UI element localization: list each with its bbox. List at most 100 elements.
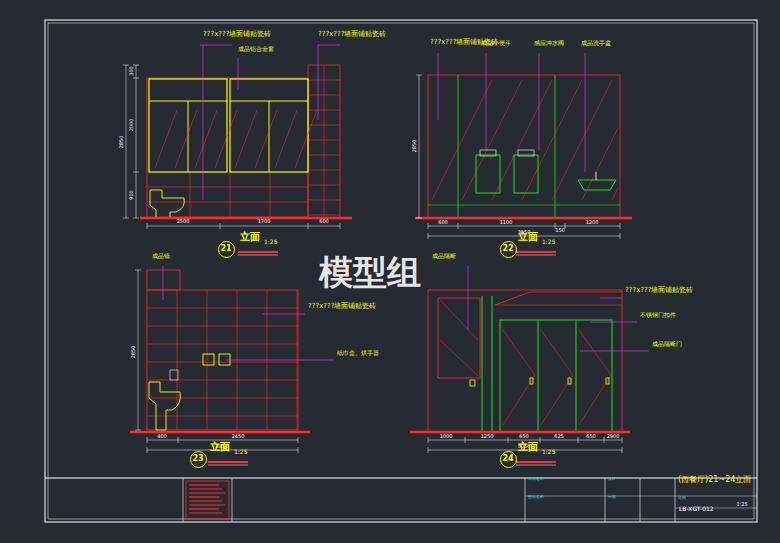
dimension-line xyxy=(147,440,298,441)
note-text-line xyxy=(189,512,222,513)
dimension-line xyxy=(126,65,127,218)
callout-number: 23 xyxy=(192,455,203,463)
dimension-tick xyxy=(147,447,148,453)
material-note: 成品小便斗 xyxy=(481,40,511,46)
dimension-tick xyxy=(298,437,299,443)
scale-text: 1:25 xyxy=(542,239,555,245)
glass-hatch xyxy=(440,340,478,376)
title-underline xyxy=(208,461,248,463)
dimension-text: 300 xyxy=(129,66,134,76)
fixture xyxy=(470,380,475,386)
partition-post xyxy=(538,320,539,432)
dimension-text: 150 xyxy=(555,228,565,233)
window-frame xyxy=(230,79,308,172)
title-block-field: 工程名称 xyxy=(528,477,544,481)
dimension-text: 600 xyxy=(438,220,448,225)
title-block-divider xyxy=(605,478,606,522)
watermark: 模型组 xyxy=(319,255,421,289)
door-swing xyxy=(503,330,535,375)
title-block-divider xyxy=(525,478,526,522)
note-box xyxy=(186,481,229,519)
dimension-tick xyxy=(458,223,459,229)
material-note: 成品隔断 xyxy=(432,253,456,259)
dimension-text: 2850 xyxy=(119,136,124,149)
tile-joint xyxy=(177,290,178,430)
view-callout-circle: 23 xyxy=(190,451,207,468)
scale-text: 1:25 xyxy=(736,502,747,507)
leader-line xyxy=(200,45,232,46)
glass-hatch xyxy=(492,80,552,200)
material-note: 不锈钢门扣件 xyxy=(640,312,676,318)
door-swing xyxy=(541,330,573,375)
view-callout-circle: 22 xyxy=(500,241,517,258)
title-block-divider xyxy=(232,478,233,522)
dimension-tick xyxy=(578,437,579,443)
dimension-line xyxy=(419,75,420,218)
dimension-text: 2850 xyxy=(131,346,136,359)
view-title: 立面 xyxy=(518,442,538,452)
view-title: 立面 xyxy=(210,442,230,452)
door-swing xyxy=(579,330,611,375)
dimension-line xyxy=(147,226,340,227)
faucet xyxy=(596,172,597,180)
dimension-tick xyxy=(220,223,221,229)
dimension-text: 1700 xyxy=(258,219,271,224)
tile-joint xyxy=(230,172,231,218)
material-note: 成品铝合金窗 xyxy=(238,46,274,52)
note-text-line xyxy=(189,492,225,493)
dimension-tick xyxy=(123,218,129,219)
window-mullion xyxy=(188,101,189,172)
title-underline xyxy=(516,251,556,253)
view-title: 立面 xyxy=(240,232,260,242)
dimension-tick xyxy=(133,172,139,173)
glass-hatch xyxy=(582,128,618,200)
wall-joint xyxy=(458,75,459,218)
dimension-text: 2900 xyxy=(607,434,620,439)
mirror-outline xyxy=(438,298,480,378)
ceiling-line xyxy=(495,305,622,306)
flush-button xyxy=(170,370,178,380)
dimension-tick xyxy=(465,437,466,443)
dimension-text: 1100 xyxy=(500,220,513,225)
dimension-text: 650 xyxy=(586,434,596,439)
dimension-text: 1200 xyxy=(586,220,599,225)
glass-hatch xyxy=(612,188,618,200)
leader-line xyxy=(486,53,487,150)
scale-text: 1:25 xyxy=(234,449,247,455)
title-block-divider xyxy=(640,478,641,522)
title-block-field: 设计 xyxy=(608,477,616,481)
wall-outline xyxy=(428,290,622,432)
material-note: 成品镜 xyxy=(152,253,170,259)
dimension-text: 2000 xyxy=(129,119,134,132)
material-note: ???x???墙面铺贴瓷砖 xyxy=(308,303,376,310)
note-text-line xyxy=(189,500,222,501)
title-block-divider xyxy=(675,478,676,522)
material-note: ???x???墙面铺贴瓷砖 xyxy=(203,31,271,38)
dimension-tick xyxy=(416,218,422,219)
tile-joint xyxy=(324,65,325,218)
leader-line xyxy=(262,314,305,315)
dimension-tick xyxy=(604,437,605,443)
dimension-text: 650 xyxy=(519,434,529,439)
paper-towel-box xyxy=(203,354,214,365)
dimension-tick xyxy=(620,223,621,229)
dimension-tick xyxy=(428,447,429,453)
door-latch xyxy=(606,378,609,384)
toilet-symbol xyxy=(150,190,184,218)
leader-line xyxy=(600,298,622,299)
scale-text: 1:25 xyxy=(542,449,555,455)
flush-valve xyxy=(518,150,534,156)
dimension-line xyxy=(428,226,620,227)
dimension-tick xyxy=(308,223,309,229)
view-title: 立面 xyxy=(518,232,538,242)
ceiling-line xyxy=(495,292,622,305)
dimension-tick xyxy=(298,447,299,453)
leader-line xyxy=(318,45,340,46)
note-text-line xyxy=(189,484,219,485)
dimension-tick xyxy=(340,223,341,229)
dimension-tick xyxy=(147,223,148,229)
glass-hatch xyxy=(295,110,317,168)
sheet-border xyxy=(45,20,757,522)
glass-hatch xyxy=(255,110,277,168)
dimension-tick xyxy=(133,218,139,219)
